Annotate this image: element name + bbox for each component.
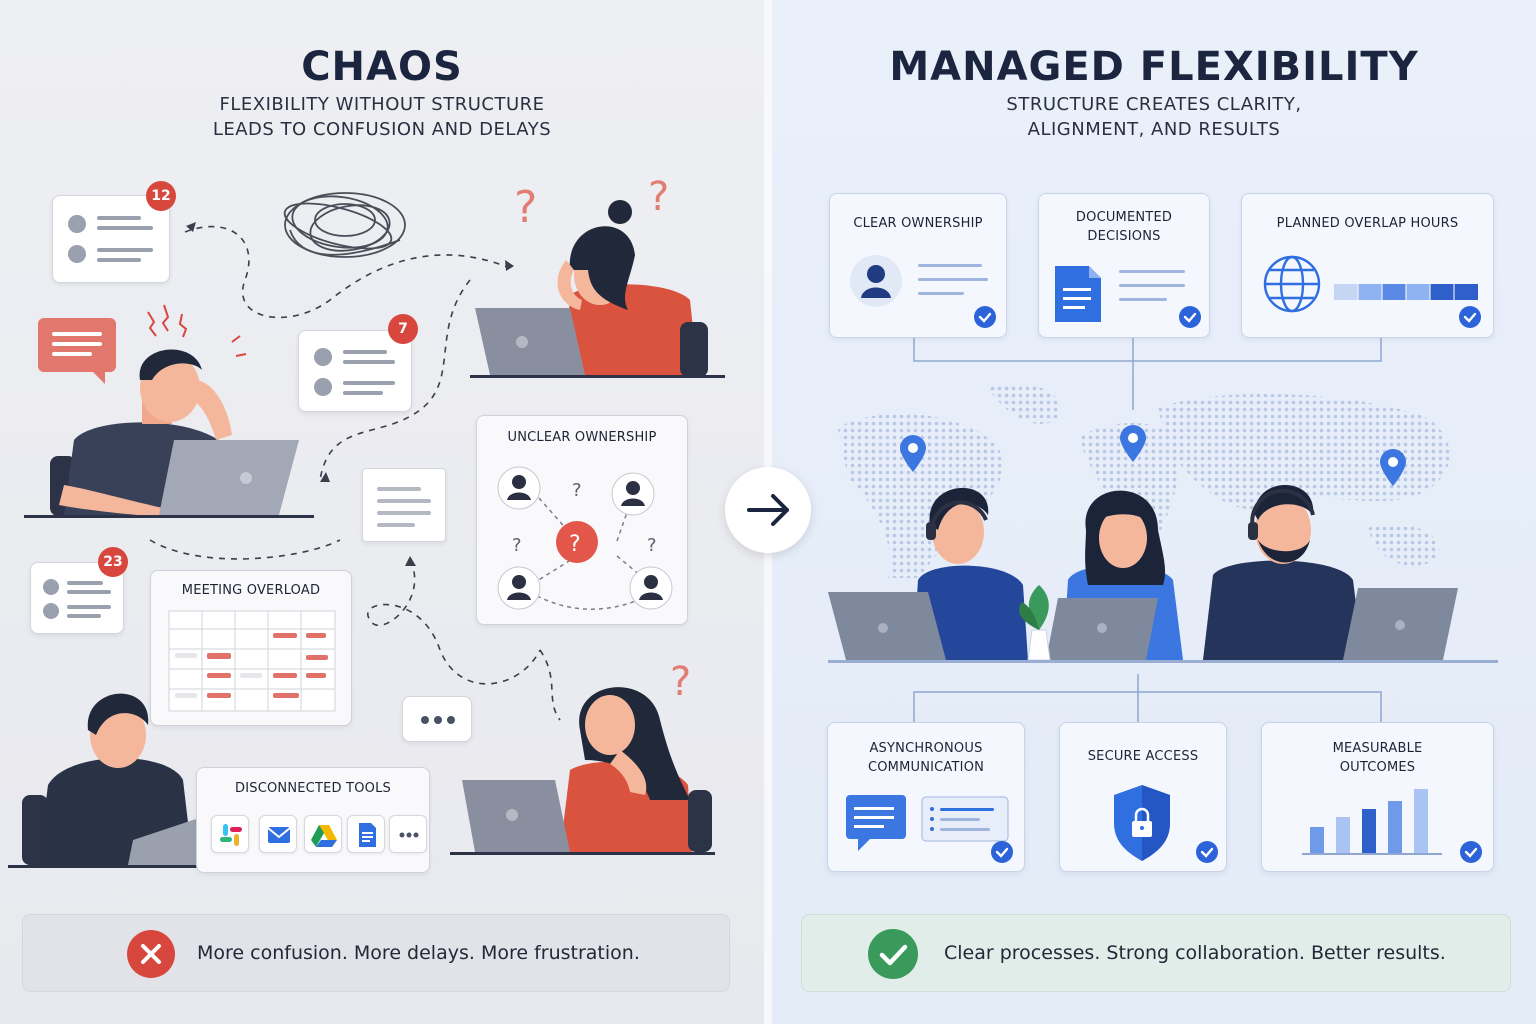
- check-circle-icon: [868, 929, 918, 979]
- chaos-subtitle-line2: LEADS TO CONFUSION AND DELAYS: [212, 119, 552, 140]
- measurable-outcomes-card: MEASURABLE OUTCOMES: [1261, 722, 1494, 872]
- documented-decisions-label-line2: DECISIONS: [1087, 229, 1161, 244]
- svg-text:?: ?: [569, 532, 581, 557]
- clear-ownership-card: CLEAR OWNERSHIP: [829, 193, 1007, 338]
- red-message-icon: [38, 318, 116, 384]
- svg-text:?: ?: [648, 174, 669, 220]
- docs-icon: [347, 815, 385, 853]
- disconnected-tools-label: DISCONNECTED TOOLS: [235, 781, 391, 796]
- secure-access-label: SECURE ACCESS: [1087, 749, 1199, 764]
- bar-chart-icon: [1302, 789, 1442, 855]
- globe-icon: [1263, 255, 1321, 313]
- check-icon: [991, 841, 1013, 863]
- asynchronous-communication-card: ASYNCHRONOUS COMMUNICATION: [827, 722, 1025, 872]
- chaos-footer-banner: More confusion. More delays. More frustr…: [22, 914, 730, 992]
- managed-subtitle-line2: ALIGNMENT, AND RESULTS: [1027, 119, 1281, 140]
- managed-title: MANAGED FLEXIBILITY: [889, 44, 1419, 90]
- measurable-label-line1: MEASURABLE: [1332, 741, 1423, 756]
- svg-text:?: ?: [512, 535, 522, 556]
- meeting-overload-card: MEETING OVERLOAD: [150, 570, 352, 726]
- person-icon: [850, 255, 988, 307]
- svg-text:?: ?: [514, 182, 537, 233]
- overlap-hours-timeline: [1334, 282, 1478, 302]
- unclear-ownership-label: UNCLEAR OWNERSHIP: [507, 430, 657, 445]
- planned-overlap-hours-label: PLANNED OVERLAP HOURS: [1276, 216, 1459, 231]
- check-icon: [1460, 841, 1482, 863]
- chaos-title: CHAOS: [301, 44, 463, 90]
- notification-badge: 23: [98, 547, 128, 577]
- svg-text:?: ?: [670, 659, 691, 705]
- planned-overlap-hours-card: PLANNED OVERLAP HOURS: [1241, 193, 1494, 338]
- ownership-question-network: ? ? ? ?: [497, 466, 673, 610]
- chat-bubble-notification: [298, 330, 412, 412]
- x-circle-icon: [127, 930, 175, 978]
- check-icon: [1196, 841, 1218, 863]
- chaos-footer-text: More confusion. More delays. More frustr…: [197, 942, 640, 964]
- location-pin-icon: [900, 435, 926, 472]
- svg-text:?: ?: [572, 480, 582, 501]
- chaotic-dashed-paths: ? ? ?: [147, 174, 691, 721]
- check-icon: [1459, 306, 1481, 328]
- check-icon: [974, 306, 996, 328]
- slack-icon: [211, 815, 249, 853]
- connector-lines: [913, 338, 1382, 722]
- chat-bubble-notification: [52, 195, 170, 283]
- chaos-panel: CHAOS FLEXIBILITY WITHOUT STRUCTURE LEAD…: [0, 0, 764, 1024]
- world-map-dots: [838, 384, 1450, 578]
- managed-subtitle-line1: STRUCTURE CREATES CLARITY,: [1006, 94, 1302, 115]
- collaborating-team-illustration: [828, 485, 1498, 663]
- arrow-right-icon: [725, 467, 811, 553]
- mail-icon: [259, 815, 297, 853]
- typing-ellipsis-bubble: [402, 696, 472, 742]
- chat-lines-icon: [314, 348, 395, 396]
- chaos-subtitle-line1: FLEXIBILITY WITHOUT STRUCTURE: [219, 94, 545, 115]
- document-icon: [1055, 266, 1185, 322]
- check-icon: [1179, 306, 1201, 328]
- svg-text:?: ?: [647, 535, 657, 556]
- location-pin-icon: [1380, 449, 1406, 486]
- documented-decisions-label-line1: DOCUMENTED: [1075, 210, 1173, 225]
- sad-woman-illustration: [450, 687, 715, 855]
- more-tools-icon: [389, 815, 427, 853]
- clear-ownership-label: CLEAR OWNERSHIP: [853, 216, 983, 231]
- managed-footer-banner: Clear processes. Strong collaboration. B…: [801, 914, 1511, 992]
- worried-man-illustration: [8, 693, 218, 868]
- unclear-ownership-card: UNCLEAR OWNERSHIP ? ? ? ?: [476, 415, 688, 625]
- managed-flexibility-panel: MANAGED FLEXIBILITY STRUCTURE CREATES CL…: [772, 0, 1536, 1024]
- secure-access-card: SECURE ACCESS: [1059, 722, 1227, 872]
- managed-footer-text: Clear processes. Strong collaboration. B…: [944, 942, 1446, 964]
- async-label-line1: ASYNCHRONOUS: [869, 741, 983, 756]
- chat-lines-icon: [68, 215, 153, 263]
- document-icon: [362, 468, 446, 542]
- notification-badge: 12: [146, 181, 176, 211]
- frustrated-woman-illustration: [470, 200, 725, 378]
- measurable-label-line2: OUTCOMES: [1339, 760, 1416, 775]
- notification-badge: 7: [388, 314, 418, 344]
- chat-lines-icon: [43, 579, 111, 619]
- drive-icon: [304, 815, 342, 853]
- calendar-grid-icon: [168, 610, 336, 712]
- stressed-man-illustration: [24, 349, 314, 518]
- shield-lock-icon: [1114, 785, 1170, 861]
- location-pin-icon: [1120, 425, 1146, 462]
- chat-icon: [846, 795, 1009, 851]
- documented-decisions-card: DOCUMENTED DECISIONS: [1038, 193, 1210, 338]
- async-label-line2: COMMUNICATION: [867, 760, 985, 775]
- meeting-overload-label: MEETING OVERLOAD: [181, 583, 321, 598]
